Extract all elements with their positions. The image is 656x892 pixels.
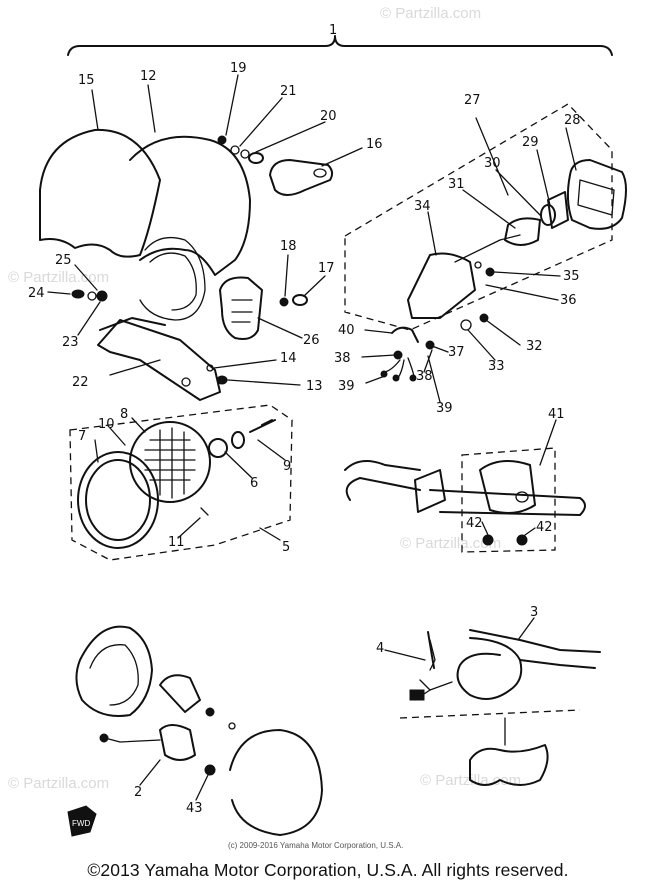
callout-8: 8: [120, 407, 128, 422]
callout-33: 33: [488, 359, 505, 374]
handlebar-switch-group: 41 42 42: [344, 407, 586, 553]
callout-30: 30: [484, 156, 501, 171]
group-1-bracket: 1: [67, 23, 613, 56]
callout-26: 26: [303, 333, 320, 348]
callout-7: 7: [78, 429, 86, 444]
flasher-wiring: 40 38 39 37 38 39: [334, 323, 465, 416]
callout-16: 16: [366, 137, 383, 152]
callout-23: 23: [62, 335, 79, 350]
callout-40: 40: [338, 323, 355, 338]
callout-11: 11: [168, 535, 185, 550]
callout-19: 19: [230, 61, 247, 76]
callout-29: 29: [522, 135, 539, 150]
wire-harness-group: 3 4: [376, 605, 601, 786]
callout-43: 43: [186, 801, 203, 816]
callout-35: 35: [563, 269, 580, 284]
watermark: © Partzilla.com: [380, 5, 481, 22]
alt-headlight-group: 2 43 FWD: [67, 625, 323, 837]
callout-22: 22: [72, 375, 89, 390]
headlight-shell-parts: 15 12: [39, 69, 251, 321]
callout-38: 38: [334, 351, 351, 366]
callout-39: 39: [436, 401, 453, 416]
callout-24: 24: [28, 286, 45, 301]
callout-12: 12: [140, 69, 157, 84]
callout-13: 13: [306, 379, 323, 394]
callout-42: 42: [466, 516, 483, 531]
callout-34: 34: [414, 199, 431, 214]
inner-credit: (c) 2009-2016 Yamaha Motor Corporation, …: [228, 841, 403, 850]
callout-31: 31: [448, 177, 465, 192]
watermark: © Partzilla.com: [8, 775, 109, 792]
callout-15: 15: [78, 73, 95, 88]
callout-41: 41: [548, 407, 565, 422]
callout-28: 28: [564, 113, 581, 128]
callout-9: 9: [283, 459, 291, 474]
headlight-unit-group: 8 10 7 9 6 11 5: [69, 404, 293, 561]
callout-27: 27: [464, 93, 481, 108]
callout-37: 37: [448, 345, 465, 360]
watermark: © Partzilla.com: [8, 269, 109, 286]
callout-39: 39: [338, 379, 355, 394]
callout-21: 21: [280, 84, 297, 99]
callout-20: 20: [320, 109, 337, 124]
callout-18: 18: [280, 239, 297, 254]
callout-6: 6: [250, 476, 258, 491]
fwd-label: FWD: [72, 819, 90, 828]
headlight-bracket-parts: 25 24 23 22: [28, 253, 221, 401]
callout-3: 3: [530, 605, 538, 620]
callout-14: 14: [280, 351, 297, 366]
callout-1: 1: [329, 23, 337, 38]
watermark: © Partzilla.com: [400, 535, 501, 552]
copyright-footer: ©2013 Yamaha Motor Corporation, U.S.A. A…: [87, 860, 569, 880]
callout-17: 17: [318, 261, 335, 276]
callout-36: 36: [560, 293, 577, 308]
mount-hardware-top: 19 21 20 16: [217, 61, 383, 196]
callout-4: 4: [376, 641, 384, 656]
callout-38: 38: [416, 369, 433, 384]
socket-assembly: 18 17 26 14 13: [206, 239, 335, 394]
callout-2: 2: [134, 785, 142, 800]
callout-10: 10: [98, 417, 115, 432]
callout-32: 32: [526, 339, 543, 354]
callout-42: 42: [536, 520, 553, 535]
watermark-layer: © Partzilla.com © Partzilla.com © Partzi…: [8, 5, 521, 792]
flasher-light-group: 27 28 29 30 31 34 35 36 32 33: [344, 93, 627, 374]
callout-5: 5: [282, 540, 290, 555]
callout-25: 25: [55, 253, 72, 268]
